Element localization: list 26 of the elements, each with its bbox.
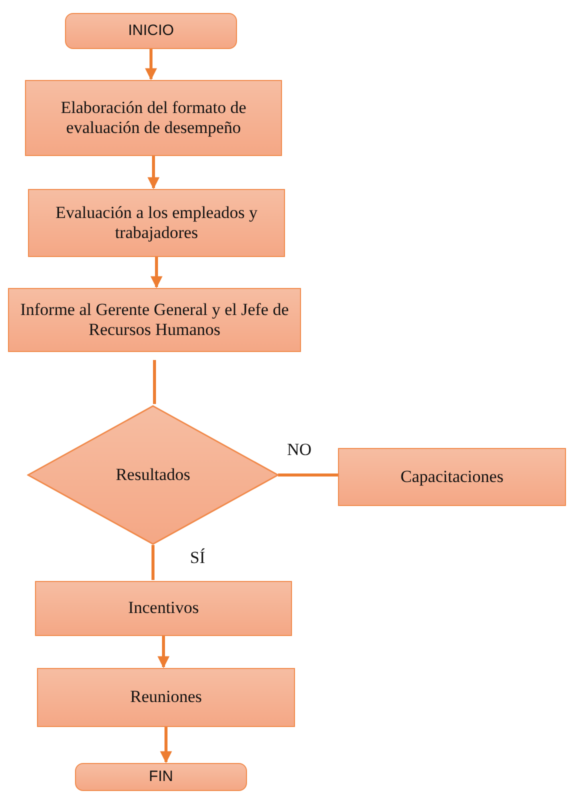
arrow [150,257,162,288]
process-box [338,448,566,506]
step-text: INICIO [128,22,174,40]
connector-line [278,474,338,476]
arrow [158,636,170,668]
decision-diamond [27,405,279,545]
step-text: Informe al Gerente General y el Jefe de Recursos Humanos [19,300,290,340]
process-box [35,581,292,636]
process-box [37,668,295,727]
connector-line [153,360,156,404]
terminal-box [75,763,247,791]
step-text: Elaboración del formato de evaluación de desempeño [60,98,248,138]
arrow [160,727,172,764]
arrow [148,156,160,190]
connector-line [152,545,154,580]
step-text: Evaluación a los empleados y trabajadores [54,202,259,244]
process-box [28,189,285,257]
terminal-box [65,13,237,49]
process-box [8,288,301,352]
arrow [145,49,157,80]
step-text: Capacitaciones [400,466,504,488]
process-box [25,80,282,156]
step-text: Incentivos [128,598,199,619]
step-text: Reuniones [130,687,202,708]
step-text: FIN [148,768,174,786]
decision-text: Resultados [116,464,190,486]
